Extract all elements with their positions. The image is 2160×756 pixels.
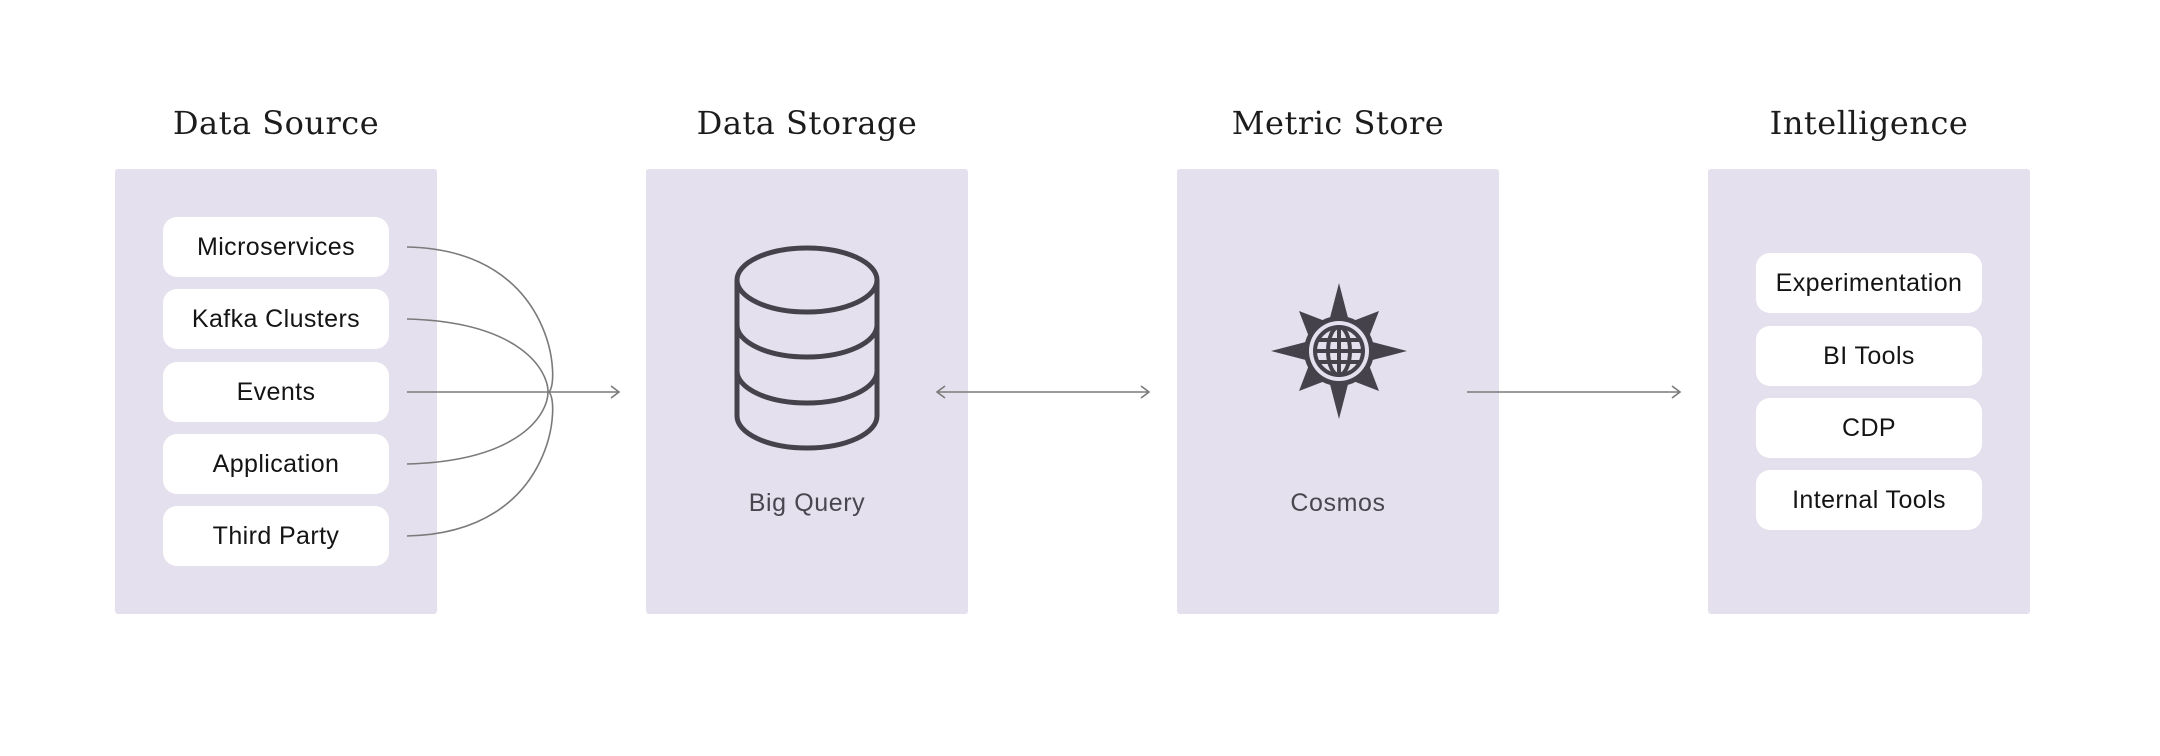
metric-store-title: Metric Store	[1231, 104, 1445, 142]
intelligence-item-bi-tools: BI Tools	[1756, 326, 1982, 386]
source-item-third-party: Third Party	[163, 506, 389, 566]
data-source-panel: Microservices Kafka Clusters Events Appl…	[115, 169, 437, 614]
connector-application	[406, 391, 549, 465]
source-item-microservices: Microservices	[163, 217, 389, 277]
intelligence-title: Intelligence	[1769, 104, 1969, 142]
source-item-kafka-clusters: Kafka Clusters	[163, 289, 389, 349]
compass-globe-icon	[1271, 283, 1407, 419]
intelligence-item-cdp: CDP	[1756, 398, 1982, 458]
arrowhead-to-storage	[610, 385, 621, 399]
connector-third-party	[406, 391, 554, 537]
intelligence-item-internal-tools: Internal Tools	[1756, 470, 1982, 530]
connector-microservices	[406, 246, 554, 393]
arrowhead-to-storage-left	[935, 385, 946, 399]
arrowhead-to-metric	[1140, 385, 1151, 399]
cosmos-label: Cosmos	[1290, 489, 1386, 517]
data-source-title: Data Source	[172, 104, 380, 142]
source-item-events: Events	[163, 362, 389, 422]
big-query-label: Big Query	[748, 489, 866, 517]
database-icon	[734, 245, 880, 451]
connector-kafka-clusters	[406, 318, 549, 393]
intelligence-item-experimentation: Experimentation	[1756, 253, 1982, 313]
data-storage-title: Data Storage	[696, 104, 918, 142]
source-item-application: Application	[163, 434, 389, 494]
arrowhead-to-intelligence	[1671, 385, 1682, 399]
data-storage-panel: Big Query	[646, 169, 968, 614]
intelligence-panel: Experimentation BI Tools CDP Internal To…	[1708, 169, 2030, 614]
metric-store-panel: Cosmos	[1177, 169, 1499, 614]
